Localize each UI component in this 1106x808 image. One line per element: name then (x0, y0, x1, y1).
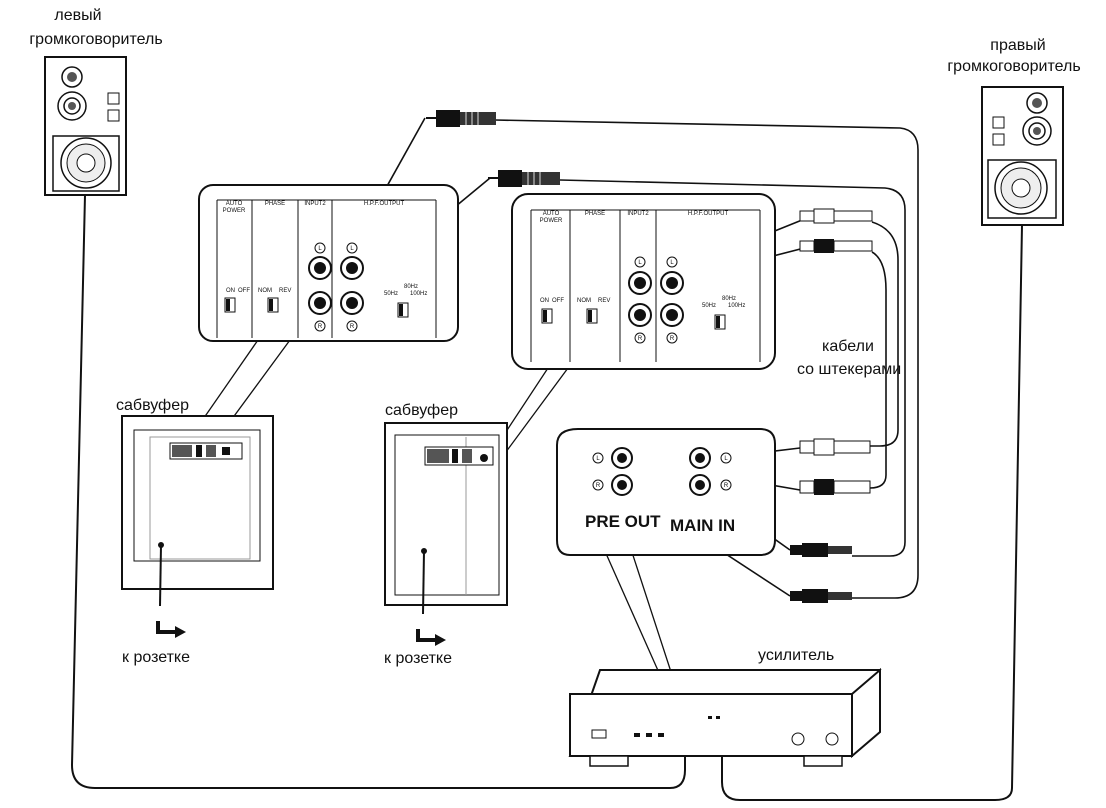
rca-plug-top-2 (488, 170, 560, 187)
panel-text: R (318, 324, 323, 330)
panel-text: L (318, 246, 322, 252)
amplifier (568, 667, 882, 767)
panel-text: R (670, 336, 675, 342)
panel-text: R (350, 324, 355, 330)
panel-text: INPUT2 (304, 201, 326, 207)
rca-plug-pair-black (790, 543, 852, 603)
panel-text: L (670, 260, 674, 266)
panel-text: INPUT2 (627, 211, 649, 217)
left-speaker-label-1: левый (54, 7, 101, 24)
right-speaker (981, 86, 1064, 226)
amplifier-label: усилитель (758, 647, 834, 664)
panel-text: L (724, 456, 728, 462)
rca-plug-top-1 (426, 110, 496, 127)
subwoofer-label-2: сабвуфер (385, 402, 458, 419)
outlet-label-1: к розетке (122, 649, 190, 666)
panel-text: ON (226, 288, 235, 294)
pre-out-label: PRE OUT (585, 512, 661, 531)
main-in-label: MAIN IN (670, 516, 735, 535)
right-speaker-label-1: правый (990, 37, 1045, 54)
arrow-icon-1 (156, 621, 186, 638)
rca-plug-pair-upper (799, 208, 873, 253)
panel-text: 80Hz (404, 284, 418, 290)
left-sub-panel: AUTO POWER PHASE INPUT2 H.P.F.OUTPUT ON … (198, 184, 459, 342)
outlet-label-2: к розетке (384, 650, 452, 667)
left-subwoofer (121, 415, 274, 607)
panel-text: H.P.F.OUTPUT (364, 201, 405, 207)
right-speaker-label-2: громкоговоритель (947, 58, 1080, 75)
right-subwoofer (384, 422, 508, 615)
panel-text: REV (279, 288, 291, 294)
panel-text: R (724, 483, 729, 489)
panel-text: OFF (552, 298, 564, 304)
panel-text: PHASE (265, 201, 285, 207)
cables-label-1: кабели (822, 338, 874, 355)
arrow-icon-2 (416, 629, 446, 646)
panel-text: REV (598, 298, 610, 304)
panel-text: 50Hz (384, 291, 398, 297)
left-speaker (44, 56, 127, 196)
panel-text: AUTO (226, 201, 243, 207)
panel-text: AUTO (543, 211, 560, 217)
panel-text: POWER (223, 208, 246, 214)
panel-text: NOM (258, 288, 272, 294)
cables-label-2: со штекерами (797, 361, 901, 378)
panel-text: R (596, 483, 601, 489)
speaker-wires (70, 194, 1023, 801)
panel-text: POWER (540, 218, 563, 224)
panel-text: L (350, 246, 354, 252)
panel-text: ON (540, 298, 549, 304)
panel-text: R (638, 336, 643, 342)
panel-text: 100Hz (410, 291, 427, 297)
panel-text: PHASE (585, 211, 605, 217)
rca-plug-pair-lower (799, 438, 871, 495)
right-sub-panel: AUTO POWER PHASE INPUT2 H.P.F.OUTPUT ON … (511, 193, 776, 370)
panel-text: 50Hz (702, 303, 716, 309)
panel-text: 100Hz (728, 303, 745, 309)
left-speaker-label-2: громкоговоритель (29, 31, 162, 48)
panel-text: NOM (577, 298, 591, 304)
panel-text: 80Hz (722, 296, 736, 302)
subwoofer-label-1: сабвуфер (116, 397, 189, 414)
panel-text: H.P.F.OUTPUT (688, 211, 729, 217)
panel-text: OFF (238, 288, 250, 294)
amp-panel: L R L R (556, 428, 776, 556)
panel-text: L (596, 456, 600, 462)
panel-text: L (638, 260, 642, 266)
